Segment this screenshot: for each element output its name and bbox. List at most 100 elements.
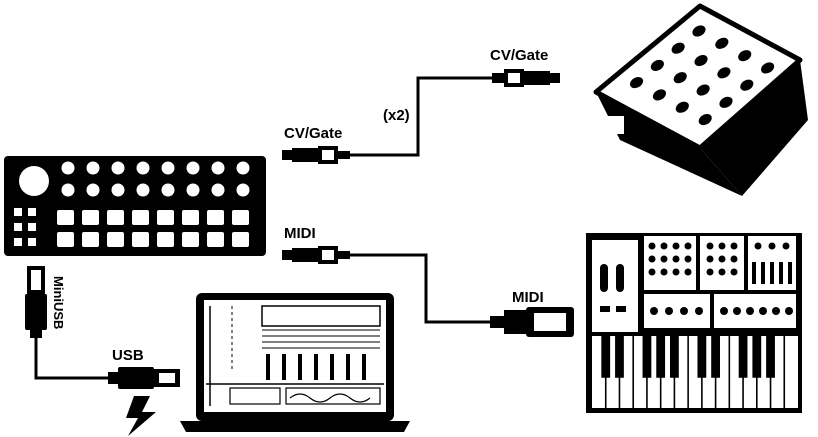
mini-usb-label: MiniUSB <box>51 276 66 329</box>
main-encoder-knob <box>19 166 49 196</box>
screen-mixer-fader <box>266 354 270 380</box>
screen-mixer-fader <box>362 354 366 380</box>
case-knob <box>698 113 712 126</box>
synth-knob <box>648 242 656 250</box>
screen-track-header <box>261 305 381 327</box>
controller-knob <box>211 161 225 175</box>
screen-mixer-fader <box>330 354 334 380</box>
usb-cable <box>34 338 108 380</box>
laptop-base <box>180 421 410 432</box>
synth-slider <box>779 262 783 284</box>
case-knob <box>671 42 685 54</box>
synth-knob <box>650 307 658 315</box>
midi-cable <box>350 253 490 324</box>
synth-knob <box>672 242 680 250</box>
synth-knob <box>672 268 680 276</box>
laptop <box>180 293 410 432</box>
screen-device-panel <box>285 387 381 405</box>
synth-knob <box>782 242 790 250</box>
controller-knob <box>86 161 100 175</box>
case-knob <box>692 25 706 37</box>
case-knob <box>719 96 733 108</box>
synth-knob <box>706 268 714 276</box>
synth-knob <box>754 242 762 250</box>
controller-pad <box>107 210 124 225</box>
controller-knob <box>186 183 200 197</box>
case-knob <box>630 77 644 89</box>
controller-button <box>14 238 22 246</box>
synth-knob <box>648 268 656 276</box>
screen-device-panel <box>229 387 281 405</box>
case-knob <box>694 54 708 67</box>
controller-pad <box>57 210 74 225</box>
midi-plug-left <box>282 246 350 264</box>
controller-pad <box>157 232 174 247</box>
mini-usb-plug <box>25 266 47 338</box>
synth-knob <box>684 255 692 263</box>
case-knob <box>738 50 752 62</box>
daw-interface <box>206 305 384 406</box>
controller-button <box>28 208 36 216</box>
black-key <box>656 336 666 378</box>
controller-knob <box>136 161 150 175</box>
cv-gate-plug-right <box>492 69 560 87</box>
controller-knob <box>86 183 100 197</box>
controller-pad <box>132 210 149 225</box>
black-key <box>766 336 775 378</box>
controller-pad <box>57 232 74 247</box>
screen-mixer-fader <box>314 354 318 380</box>
screen-mixer-fader <box>346 354 350 380</box>
black-key <box>601 336 611 378</box>
pitch-wheel <box>600 264 608 292</box>
cv-gate-label-left: CV/Gate <box>284 125 342 142</box>
case-knob <box>761 62 775 74</box>
cv-gate-label-right: CV/Gate <box>490 47 548 64</box>
synth-knob <box>730 268 738 276</box>
synth-keybed <box>592 336 798 408</box>
controller-pad <box>232 210 249 225</box>
synth-knob <box>785 307 793 315</box>
screen-mixer-fader <box>298 354 302 380</box>
midi-label-left: MIDI <box>284 225 316 242</box>
screen-waveform <box>289 393 371 403</box>
lightning-bolt-icon <box>126 396 156 436</box>
black-key <box>752 336 762 378</box>
black-key <box>670 336 679 378</box>
controller-button <box>14 208 22 216</box>
synth-slider <box>770 262 774 284</box>
synth-knob <box>684 242 692 250</box>
case-knob <box>717 67 731 79</box>
synth-knob <box>733 307 741 315</box>
synth-knob <box>772 307 780 315</box>
usb-plug <box>108 367 180 389</box>
laptop-screen <box>204 300 386 412</box>
usb-label: USB <box>112 347 144 364</box>
controller-pad <box>207 210 224 225</box>
sequencer-controller <box>4 156 266 256</box>
mod-wheel <box>616 264 624 292</box>
synth-knob <box>759 307 767 315</box>
x2-label: (x2) <box>383 107 410 124</box>
synth-knob <box>706 242 714 250</box>
case-knob <box>650 59 664 71</box>
synth-knob <box>684 268 692 276</box>
cv-gate-cable <box>350 76 492 157</box>
midi-label-right: MIDI <box>512 289 544 306</box>
controller-pad <box>132 232 149 247</box>
controller-knob <box>236 183 250 197</box>
synth-knob <box>718 255 726 263</box>
controller-knob <box>236 161 250 175</box>
case-knob <box>652 89 666 101</box>
controller-pad <box>207 232 224 247</box>
midi-din-plug <box>490 307 574 337</box>
controller-pad <box>182 210 199 225</box>
black-key <box>642 336 652 378</box>
case-knob <box>675 101 689 113</box>
controller-knob <box>211 183 225 197</box>
synth-knob <box>718 268 726 276</box>
controller-pad <box>157 210 174 225</box>
case-knob <box>715 37 729 49</box>
modular-synth-case <box>593 3 808 196</box>
synth-slider <box>752 262 756 284</box>
